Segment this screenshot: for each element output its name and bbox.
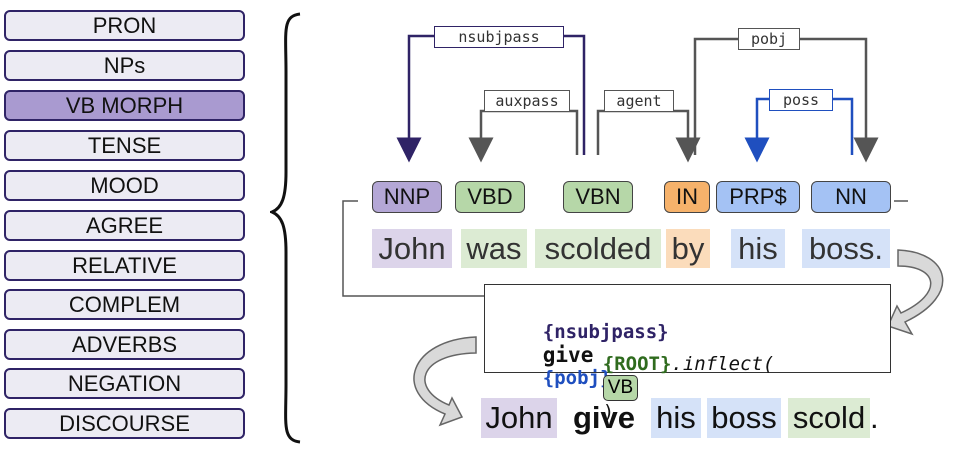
category-label: VB MORPH	[65, 92, 184, 118]
label-auxpass: auxpass	[484, 90, 570, 112]
tag-vbn: VBN	[563, 181, 633, 213]
out-give: give	[572, 400, 636, 435]
category-label: RELATIVE	[72, 252, 177, 278]
template-box: {nsubjpass} give {pobj} {ROOT}.inflect( …	[484, 284, 891, 423]
tag-nnp: NNP	[372, 181, 442, 213]
category-label: DISCOURSE	[59, 410, 190, 436]
category-agree[interactable]: AGREE	[4, 210, 245, 241]
tag-nn: NN	[811, 181, 891, 213]
category-label: AGREE	[85, 212, 164, 238]
category-adverbs[interactable]: ADVERBS	[4, 329, 245, 360]
label-pobj: pobj	[738, 28, 800, 50]
tag-vb-chip: VB	[602, 375, 639, 401]
curved-arrow-to-output	[413, 336, 477, 427]
tag-vbd: VBD	[455, 181, 525, 213]
category-label: ADVERBS	[71, 331, 178, 357]
category-label: NEGATION	[67, 370, 182, 396]
close-paren: )	[602, 401, 615, 423]
word-scolded: scolded	[535, 229, 661, 268]
sentence-bracket	[342, 200, 485, 297]
category-nps[interactable]: NPs	[4, 50, 245, 81]
curly-brace	[270, 12, 301, 444]
slot-nsubjpass: {nsubjpass}	[542, 321, 669, 343]
out-scold: scold	[788, 398, 870, 438]
category-pron[interactable]: PRON	[4, 10, 245, 41]
category-mood[interactable]: MOOD	[4, 170, 245, 201]
label-nsubjpass: nsubjpass	[434, 26, 564, 48]
tag-prp: PRP$	[716, 181, 800, 213]
slot-pobj: {pobj}	[542, 367, 612, 389]
category-complem[interactable]: COMPLEM	[4, 289, 245, 320]
category-label: COMPLEM	[68, 291, 181, 317]
category-relative[interactable]: RELATIVE	[4, 250, 245, 281]
arc-agent	[596, 109, 701, 163]
arc-auxpass	[468, 109, 579, 163]
category-tense[interactable]: TENSE	[4, 130, 245, 161]
category-label: PRON	[92, 12, 157, 38]
word-was: was	[461, 229, 527, 268]
word-his: his	[731, 229, 785, 268]
label-poss: poss	[769, 89, 833, 111]
label-agent: agent	[604, 90, 674, 112]
tag-in: IN	[664, 181, 710, 213]
out-boss: boss	[707, 398, 781, 438]
category-vb-morph[interactable]: VB MORPH	[4, 90, 245, 121]
category-label: MOOD	[90, 172, 159, 198]
word-by: by	[666, 229, 710, 268]
inflect-method: .inflect(	[671, 353, 775, 375]
curved-arrow-to-template	[886, 249, 944, 336]
category-discourse[interactable]: DISCOURSE	[4, 408, 245, 439]
out-his: his	[651, 398, 701, 438]
slot-root: {ROOT}	[602, 353, 672, 375]
out-period: .	[870, 400, 879, 435]
word-boss: boss.	[802, 229, 890, 268]
category-label: NPs	[103, 52, 146, 78]
category-negation[interactable]: NEGATION	[4, 368, 245, 399]
template-verb: give	[542, 343, 594, 367]
category-label: TENSE	[87, 132, 162, 158]
word-john: John	[372, 229, 452, 268]
out-john: John	[481, 398, 557, 438]
